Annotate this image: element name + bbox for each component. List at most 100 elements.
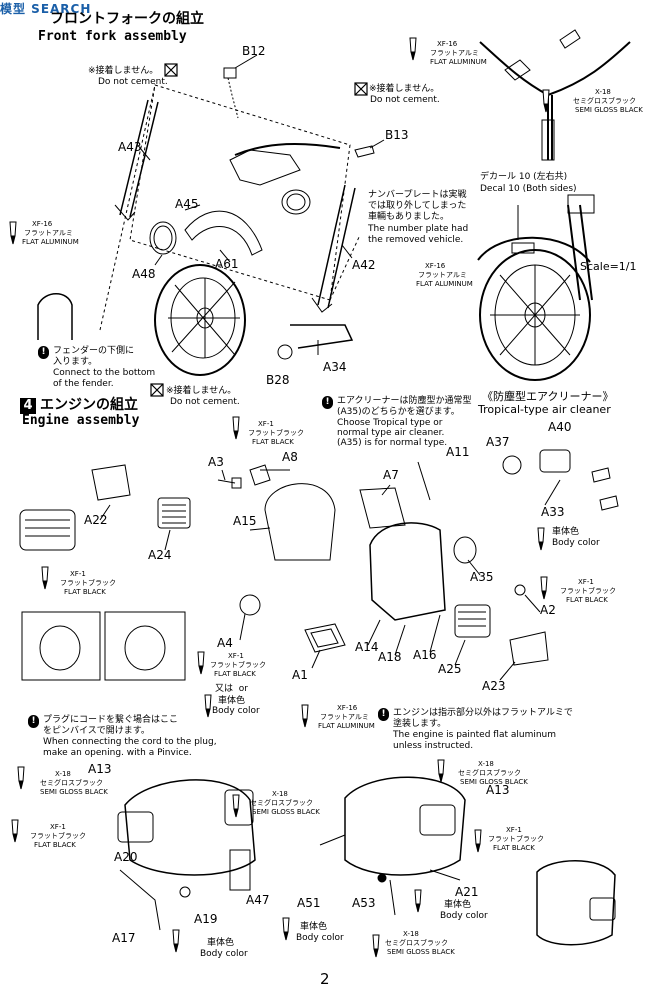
paint-xf1-jp-1: フラットブラック [248, 429, 304, 437]
tropical-title-en: Tropical-type air cleaner [478, 403, 611, 416]
part-label-a51: A51 [297, 896, 321, 910]
paint-xf1-code-6: XF-1 [506, 826, 522, 834]
part-label-a13-right: A13 [486, 783, 510, 797]
paint-x18-code-3: X-18 [272, 790, 288, 798]
paint-body-en-2: Body color [212, 706, 260, 716]
paint-body-en-4: Body color [296, 933, 344, 943]
part-label-a42: A42 [352, 258, 376, 272]
paint-body-jp-5: 車体色 [207, 938, 235, 948]
paint-xf16-code-4: XF-16 [337, 704, 358, 712]
no-cement-note-3-jp: ※接着しません。 [166, 386, 237, 396]
part-label-a2: A2 [540, 603, 556, 617]
part-label-b28: B28 [266, 373, 290, 387]
paint-x18-jp-3: セミグロスブラック [250, 799, 313, 807]
paint-xf16-en-3: FLAT ALUMINUM [416, 280, 473, 288]
paint-x18-code-5: X-18 [403, 930, 419, 938]
paint-body-jp-4: 車体色 [300, 922, 328, 932]
part-label-a61: A61 [215, 257, 239, 271]
paint-xf1-jp-5: フラットブラック [30, 832, 86, 840]
no-cement-note-1-en: Do not cement. [98, 77, 168, 87]
engine-paint-note-en-2: unless instructed. [393, 741, 474, 751]
paint-xf1-en-1: FLAT BLACK [252, 438, 294, 446]
paint-body-en-5: Body color [200, 949, 248, 959]
no-cement-note-3-en: Do not cement. [170, 397, 240, 407]
tropical-title-jp: 《防塵型エアクリーナー》 [482, 390, 614, 403]
part-label-a35: A35 [470, 570, 494, 584]
part-label-a4: A4 [217, 636, 233, 650]
paint-x18-en-4: SEMI GLOSS BLACK [460, 778, 528, 786]
paint-x18-en-2: SEMI GLOSS BLACK [40, 788, 108, 796]
paint-x18-jp-2: セミグロスブラック [40, 779, 103, 787]
part-label-a37: A37 [486, 435, 510, 449]
part-label-a18: A18 [378, 650, 402, 664]
watermark: 模型 SEARCH [0, 2, 92, 16]
paint-xf1-en-6: FLAT BLACK [493, 844, 535, 852]
paint-body-en-1: Body color [552, 538, 600, 548]
paint-x18-code-2: X-18 [55, 770, 71, 778]
part-label-a17: A17 [112, 931, 136, 945]
paint-xf1-code-5: XF-1 [50, 823, 66, 831]
paint-xf1-en-5: FLAT BLACK [34, 841, 76, 849]
part-label-a19: A19 [194, 912, 218, 926]
aircleaner-note-en-1: Choose Tropical type or [337, 418, 443, 428]
paint-x18-jp-1: セミグロスブラック [573, 97, 636, 105]
paint-xf16-code-1: XF-16 [437, 40, 458, 48]
no-cement-note-1-jp: ※接着しません。 [88, 66, 159, 76]
info-icon: ! [38, 346, 49, 359]
paint-x18-jp-5: セミグロスブラック [385, 939, 448, 947]
part-label-a16: A16 [413, 648, 437, 662]
part-label-a8: A8 [282, 450, 298, 464]
paint-xf1-jp-6: フラットブラック [488, 835, 544, 843]
part-label-a34: A34 [323, 360, 347, 374]
paint-xf1-en-2: FLAT BLACK [64, 588, 106, 596]
part-label-a11: A11 [446, 445, 470, 459]
paint-x18-code-1: X-18 [595, 88, 611, 96]
fender-note-jp-2: 入ります。 [53, 357, 98, 367]
paint-x18-code-4: X-18 [478, 760, 494, 768]
paint-xf1-jp-4: フラットブラック [210, 661, 266, 669]
step4-number: 4 [20, 398, 36, 414]
part-label-a20: A20 [114, 850, 138, 864]
part-label-a33: A33 [541, 505, 565, 519]
paint-xf16-code-3: XF-16 [425, 262, 446, 270]
part-label-a40: A40 [548, 420, 572, 434]
part-label-a3: A3 [208, 455, 224, 469]
paint-xf1-code-3: XF-1 [578, 578, 594, 586]
part-label-a1: A1 [292, 668, 308, 682]
step4-title-en: Engine assembly [22, 413, 140, 428]
fender-note-en-1: Connect to the bottom [53, 368, 156, 378]
paint-body-jp-2: 車体色 [218, 696, 246, 706]
fender-note-jp: !フェンダーの下側に [38, 346, 134, 359]
paint-xf1-en-3: FLAT BLACK [566, 596, 608, 604]
aircleaner-note-jp-1: !エアクリーナーは防塵型か通常型 [322, 396, 472, 409]
fender-note-en-2: of the fender. [53, 379, 114, 389]
scale-label: Scale=1/1 [580, 260, 637, 273]
aircleaner-note-en-3: (A35) is for normal type. [337, 438, 448, 448]
plug-note-jp-2: をピンバイスで開けます。 [43, 726, 150, 736]
plug-note-en-1: When connecting the cord to the plug, [43, 737, 217, 747]
paint-body-jp-3: 車体色 [444, 900, 472, 910]
aircleaner-note-jp-2: (A35)のどちらかを選びます。 [337, 407, 460, 417]
part-label-a43: A43 [118, 140, 142, 154]
step3-title-en: Front fork assembly [38, 29, 187, 44]
paint-x18-en-3: SEMI GLOSS BLACK [252, 808, 320, 816]
plug-note-jp-1: !プラグにコードを繋ぐ場合はここ [28, 715, 178, 728]
part-label-a24: A24 [148, 548, 172, 562]
paint-x18-en-5: SEMI GLOSS BLACK [387, 948, 455, 956]
part-label-a14: A14 [355, 640, 379, 654]
part-label-a23: A23 [482, 679, 506, 693]
step3-title-jp: フロントフォークの組立 [50, 11, 204, 27]
part-label-a13-left: A13 [88, 762, 112, 776]
part-label-b13: B13 [385, 128, 409, 142]
paint-xf1-code-4: XF-1 [228, 652, 244, 660]
plug-note-en-2: make an opening. with a Pinvice. [43, 748, 192, 758]
part-label-a47: A47 [246, 893, 270, 907]
part-label-a53: A53 [352, 896, 376, 910]
decal-label-jp: デカール 10 (左右共) [480, 172, 568, 182]
number-plate-note-jp-2: では取り外してしまった [368, 201, 467, 211]
paint-xf16-jp-3: フラットアルミ [418, 271, 467, 279]
number-plate-note-en-2: the removed vehicle. [368, 235, 464, 245]
engine-paint-note-jp-2: 塗装します。 [393, 719, 447, 729]
